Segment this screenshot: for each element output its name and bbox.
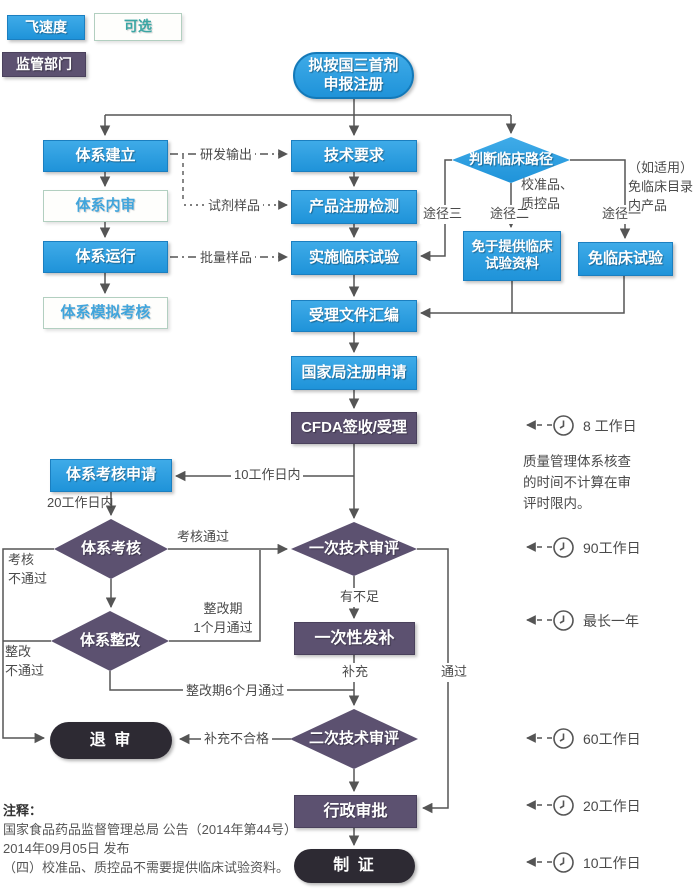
- footnote: 注释： 国家食品药品监督管理总局 公告（2014年第44号） 2014年09月0…: [3, 801, 303, 877]
- label-reagent-sample: 试剂样品: [205, 197, 264, 216]
- label-supplement-fail: 补充不合格: [201, 730, 273, 749]
- node-system-mock-check: 体系模拟考核: [43, 297, 168, 329]
- label-rectify-6-months: 整改期6个月通过: [183, 682, 288, 701]
- node-issue-certificate: 制 证: [294, 849, 415, 883]
- label-rectify-1-month: 整改期 1个月通过: [193, 601, 253, 635]
- node-exempt-clinical-trial: 免临床试验: [578, 242, 673, 276]
- label-path-1: 途径一: [599, 205, 645, 224]
- legend-optional: 可选: [94, 13, 182, 41]
- node-product-registration-test: 产品注册检测: [291, 190, 417, 224]
- footnote-line: 国家食品药品监督管理总局 公告（2014年第44号）: [3, 822, 297, 837]
- footnote-line: （四）校准品、质控品不需要提供临床试验资料。: [3, 860, 290, 875]
- node-dossier-compilation: 受理文件汇编: [291, 300, 417, 332]
- label-insufficient: 有不足: [337, 588, 383, 607]
- footnote-title: 注释：: [3, 803, 43, 818]
- label-batch-sample: 批量样品: [197, 249, 256, 268]
- node-system-check-application: 体系考核申请: [50, 459, 172, 492]
- label-rectify-fail: 整改 不通过: [5, 644, 45, 678]
- label-check-fail: 考核 不通过: [8, 552, 48, 586]
- node-system-build: 体系建立: [43, 140, 168, 172]
- label-exempt-catalog-note: （如适用） 免临床目录 内产品: [628, 160, 694, 213]
- node-clinical-trial: 实施临床试验: [291, 241, 417, 275]
- node-one-time-supplement: 一次性发补: [294, 622, 415, 655]
- timer-90-days: 90工作日: [583, 540, 641, 556]
- side-note-system-check-time: 质量管理体系核查 的时间不计算在审 评时限内。: [523, 454, 631, 511]
- node-system-internal-audit: 体系内审: [43, 190, 168, 222]
- node-start: 拟按国三首剂 申报注册: [293, 52, 414, 99]
- clock-icon: [553, 610, 574, 631]
- node-technical-requirements: 技术要求: [291, 140, 417, 172]
- timer-20-days: 20工作日: [583, 798, 641, 814]
- label-within-20-days: 20工作日内: [47, 495, 114, 510]
- clock-icon: [553, 728, 574, 749]
- legend-speed: 飞速度: [7, 15, 85, 40]
- timer-max-one-year: 最长一年: [583, 613, 639, 629]
- node-exempt-clinical-materials: 免于提供临床 试验资料: [463, 231, 561, 281]
- label-calibrator-qc: 校准品、 质控品: [521, 177, 574, 211]
- label-supplement: 补充: [339, 663, 372, 682]
- node-reject: 退 审: [50, 722, 172, 759]
- label-path-2: 途径二: [487, 205, 533, 224]
- timer-60-days: 60工作日: [583, 731, 641, 747]
- clock-icon: [553, 852, 574, 873]
- legend-regulator: 监管部门: [2, 52, 86, 77]
- label-pass: 通过: [438, 663, 471, 682]
- node-nmpa-application: 国家局注册申请: [291, 356, 417, 390]
- footnote-line: 2014年09月05日 发布: [3, 841, 130, 856]
- label-path-3: 途径三: [420, 205, 466, 224]
- label-rd-output: 研发输出: [197, 146, 256, 165]
- node-administrative-approval: 行政审批: [294, 795, 417, 828]
- label-check-pass: 考核通过: [177, 529, 230, 544]
- timer-8-days: 8 工作日: [583, 418, 637, 434]
- node-cfda-acceptance: CFDA签收/受理: [291, 412, 417, 444]
- clock-icon: [553, 795, 574, 816]
- clock-icon: [553, 537, 574, 558]
- node-system-run: 体系运行: [43, 241, 168, 273]
- clock-icon: [553, 415, 574, 436]
- timer-10-days: 10工作日: [583, 855, 641, 871]
- label-within-10-days: 10工作日内: [231, 466, 304, 485]
